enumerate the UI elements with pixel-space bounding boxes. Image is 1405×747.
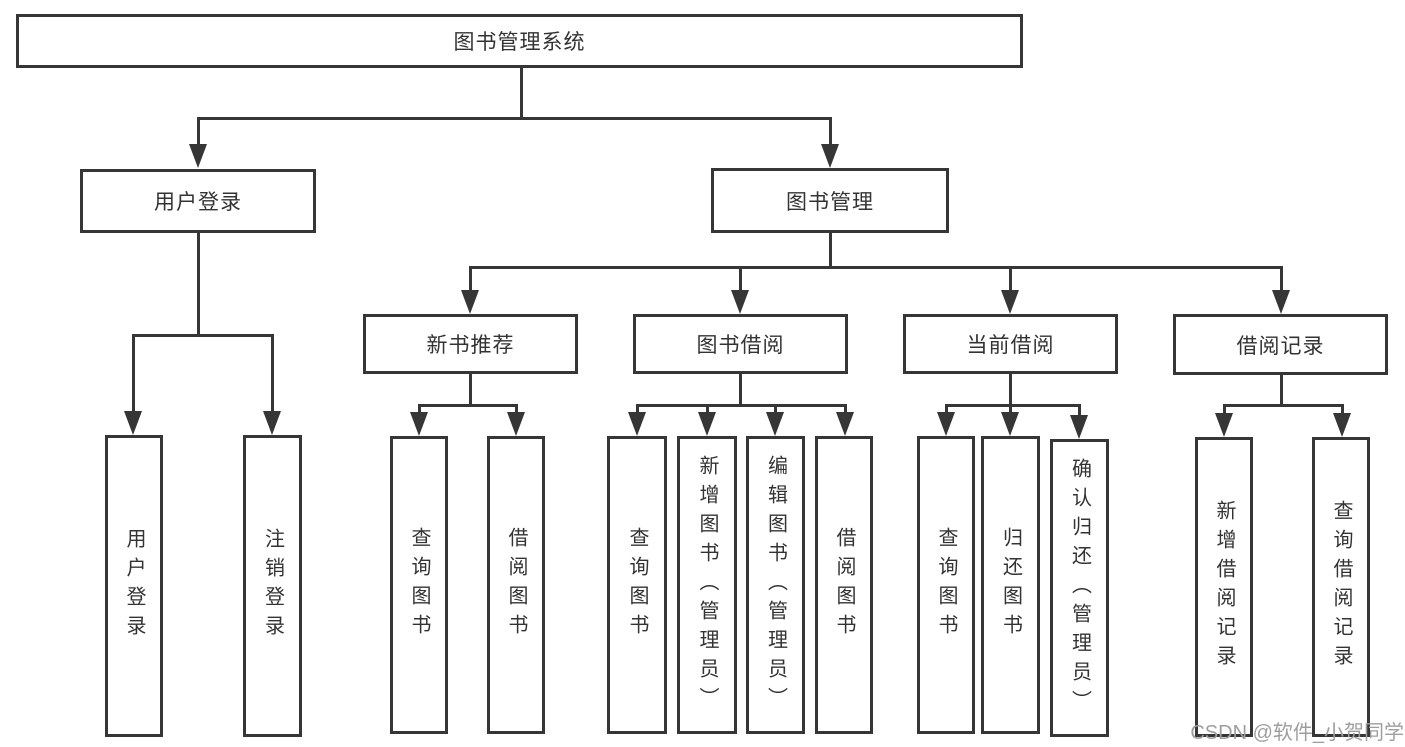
connector-drop-current-borrow (1009, 266, 1012, 291)
connector-root-stem (520, 68, 523, 118)
arrow-down-icon (461, 290, 479, 314)
connector-drop (1078, 404, 1081, 415)
leaf-user-login: 用户登录 (105, 435, 163, 737)
leaf-borrow-books-recommend: 借阅图书 (487, 436, 545, 734)
connector-drop (1341, 404, 1344, 414)
node-borrow-records: 借阅记录 (1173, 314, 1388, 375)
arrow-down-icon (189, 144, 207, 168)
arrow-down-icon (1001, 412, 1019, 436)
connector-drop (515, 404, 518, 413)
csdn-watermark: CSDN @软件_小贺同学 (1190, 722, 1404, 744)
arrow-down-icon (821, 144, 839, 168)
connector-root-bar (197, 117, 831, 120)
arrow-down-icon (698, 412, 716, 436)
connector-mgmt-bar (469, 266, 1283, 269)
connector-drop-leaf-logout (271, 334, 274, 412)
leaf-edit-book-admin: 编辑图书（管理员） (746, 436, 805, 734)
node-root: 图书管理系统 (16, 14, 1023, 68)
arrow-down-icon (263, 411, 281, 435)
connector-login-bar (132, 334, 274, 337)
node-current-borrow: 当前借阅 (903, 314, 1118, 374)
leaf-query-borrow-record: 查询借阅记录 (1312, 437, 1370, 737)
connector-records-stem (1280, 375, 1283, 406)
connector-newbook-stem (469, 374, 472, 406)
connector-drop (636, 404, 639, 413)
connector-bookborrow-stem (739, 374, 742, 406)
connector-login-stem (197, 233, 200, 335)
arrow-down-icon (1070, 415, 1088, 439)
node-book-borrow: 图书借阅 (633, 314, 848, 374)
connector-drop (1009, 404, 1012, 413)
arrow-down-icon (1215, 413, 1233, 437)
connector-newbook-bar (418, 404, 518, 407)
leaf-confirm-return-admin: 确认归还（管理员） (1050, 439, 1109, 737)
leaf-add-book-admin: 新增图书（管理员） (677, 436, 737, 734)
node-new-book-recommend: 新书推荐 (363, 314, 578, 374)
arrow-down-icon (507, 412, 525, 436)
leaf-borrow-books: 借阅图书 (815, 436, 873, 734)
connector-drop (945, 404, 948, 413)
connector-drop (844, 404, 847, 413)
connector-drop (418, 404, 421, 413)
connector-drop-user-login (197, 117, 200, 145)
arrow-down-icon (1333, 413, 1351, 437)
arrow-down-icon (937, 412, 955, 436)
arrow-down-icon (628, 412, 646, 436)
leaf-query-books-recommend: 查询图书 (390, 436, 448, 734)
leaf-return-book: 归还图书 (981, 436, 1040, 734)
connector-drop-book-mgmt (829, 117, 832, 145)
connector-currentborrow-bar (945, 404, 1081, 407)
connector-drop-new-book (469, 266, 472, 291)
connector-drop-book-borrow (739, 266, 742, 291)
leaf-logout: 注销登录 (243, 435, 302, 737)
connector-drop-leaf-login (132, 334, 135, 412)
connector-currentborrow-stem (1009, 374, 1012, 406)
connector-drop-borrow-records (1280, 266, 1283, 291)
arrow-down-icon (731, 290, 749, 314)
connector-bookborrow-bar (636, 404, 847, 407)
node-book-mgmt: 图书管理 (711, 168, 949, 233)
arrow-down-icon (1001, 290, 1019, 314)
arrow-down-icon (410, 412, 428, 436)
node-user-login: 用户登录 (80, 169, 316, 233)
leaf-query-books-borrow: 查询图书 (607, 436, 667, 734)
arrow-down-icon (124, 411, 142, 435)
arrow-down-icon (836, 412, 854, 436)
connector-drop (774, 404, 777, 413)
leaf-query-books-current: 查询图书 (917, 436, 975, 734)
leaf-add-borrow-record: 新增借阅记录 (1195, 437, 1253, 737)
connector-drop (1223, 404, 1226, 414)
connector-records-bar (1223, 404, 1344, 407)
connector-mgmt-stem (829, 233, 832, 268)
arrow-down-icon (1272, 290, 1290, 314)
connector-drop (706, 404, 709, 413)
arrow-down-icon (766, 412, 784, 436)
